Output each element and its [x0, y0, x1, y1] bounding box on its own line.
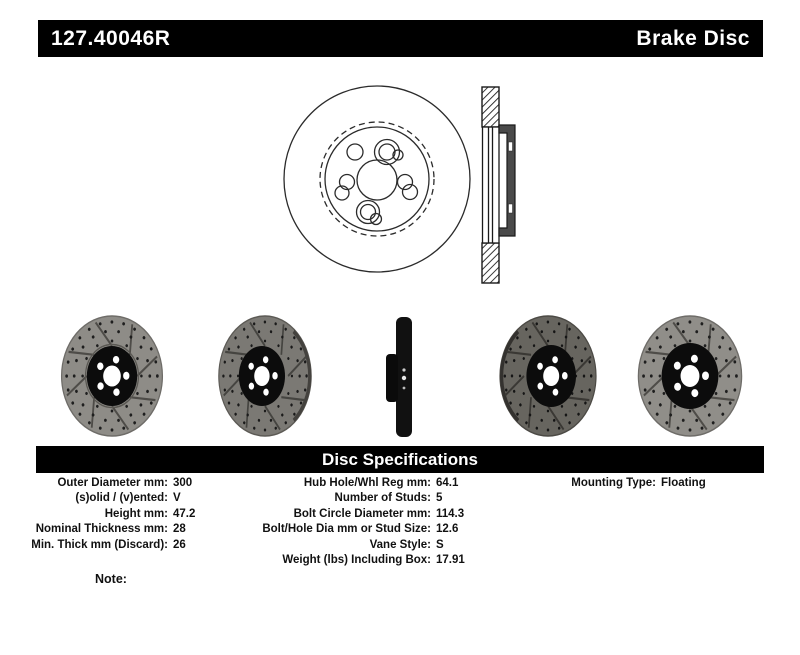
header-bar: 127.40046R Brake Disc [38, 20, 763, 57]
spec-row: Hub Hole/Whl Reg mm:64.1 [303, 477, 459, 489]
spec-row: Bolt Circle Diameter mm:114.3 [293, 507, 465, 520]
spec-row: Outer Diameter mm:300 [57, 477, 193, 489]
spec-row: Height mm:47.2 [104, 507, 196, 520]
rotor-photo-front-slight-angle [620, 312, 760, 442]
technical-drawing [262, 72, 552, 292]
spec-section-title: Disc Specifications [322, 449, 478, 469]
spec-row: Min. Thick mm (Discard):26 [31, 538, 186, 551]
product-type-title: Brake Disc [636, 26, 750, 50]
rotor-front-view-drawing [283, 85, 471, 273]
spec-section-header: Disc Specifications [36, 446, 764, 473]
rotor-photo-front-straight [42, 312, 182, 442]
rotor-cross-section-drawing [481, 86, 516, 284]
spec-column-dimensions: Outer Diameter mm:300 (s)olid / (v)ented… [0, 476, 195, 553]
spec-row: Nominal Thickness mm:28 [35, 523, 186, 536]
spec-row: Number of Studs:5 [334, 492, 443, 505]
rotor-technical-drawing-svg [283, 85, 516, 284]
rotor-photo-edge-view [334, 312, 474, 442]
spec-row: Mounting Type:Floating [571, 477, 706, 489]
spec-column-type: Mounting Type:Floating [540, 476, 706, 491]
rotor-photo-angled-left [195, 312, 335, 442]
spec-row: (s)olid / (v)ented:V [75, 492, 181, 505]
rotor-photo-angled-right [478, 312, 618, 442]
spec-column-mounting: Hub Hole/Whl Reg mm:64.1 Number of Studs… [260, 476, 465, 568]
spec-row: Vane Style:S [369, 538, 444, 551]
spec-row: Weight (lbs) Including Box:17.91 [282, 554, 465, 567]
spec-row: Bolt/Hole Dia mm or Stud Size:12.6 [262, 523, 459, 536]
note-label: Note: [95, 572, 127, 586]
part-number: 127.40046R [51, 26, 171, 50]
